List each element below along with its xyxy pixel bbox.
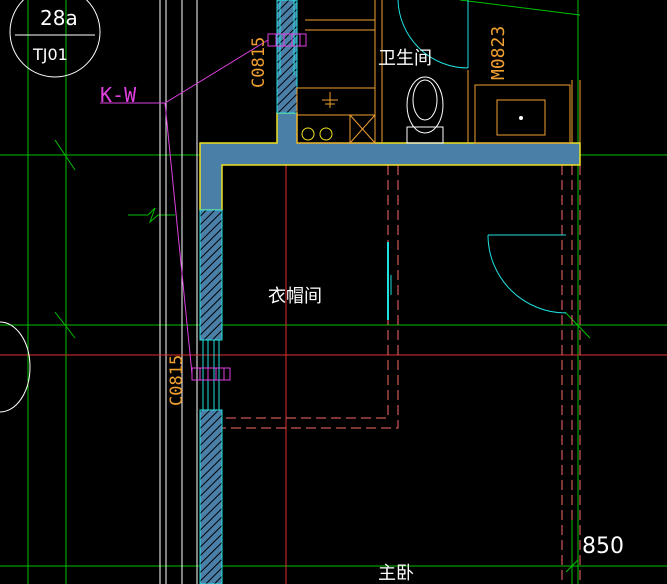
kw-tag-label: K-W: [100, 83, 137, 107]
bathroom-fixtures: [296, 0, 383, 144]
hatched-wall-top: [276, 0, 298, 114]
kw-leader-lines: [100, 39, 269, 375]
stove-burners: [301, 127, 333, 141]
dimension-850: [565, 520, 667, 584]
door-code-label: M0823: [488, 26, 509, 80]
dimension-value: 850: [582, 534, 624, 559]
cloakroom-partition-outer: [222, 165, 399, 429]
faucet-symbol: [322, 92, 338, 108]
tick-mark-right-mid: [564, 311, 591, 339]
window-code-left-label: C0815: [167, 355, 187, 406]
toilet-bowl: [406, 76, 444, 134]
washbasin-bowl: [496, 99, 546, 136]
bathroom-label: 卫生间: [378, 48, 432, 69]
door-swings: [387, 0, 567, 320]
hatched-wall-lower-left: [199, 409, 223, 584]
outer-wall-lines: [159, 0, 198, 584]
burner-right: [319, 127, 333, 141]
grid-line-top-right: [459, 0, 581, 16]
toilet-tank: [406, 126, 444, 144]
washbasin-counter: [474, 84, 571, 144]
tj01-label: TJ01: [32, 45, 68, 64]
washbasin-fixture: [467, 70, 581, 144]
grid-bubble-number: 28a: [40, 6, 78, 30]
grid-bubbles: [0, 0, 101, 413]
washbasin-drain: [519, 116, 523, 120]
dim-tick: [565, 559, 579, 573]
tick-mark-left-mid: [54, 311, 76, 339]
grid-bubble-left-arc: [0, 321, 31, 413]
master-bedroom-label: 主卧: [378, 563, 414, 584]
grid-bubble-top: [9, 0, 101, 78]
tick-mark-left-top: [54, 139, 76, 171]
bathroom-door-arc: [397, 0, 469, 69]
window-code-top-label: C0815: [249, 37, 269, 88]
hatched-wall-upper-left: [199, 209, 223, 341]
window-top: [279, 0, 295, 75]
toilet-fixture: [406, 76, 444, 144]
bedroom-door-arc: [487, 234, 567, 314]
burner-left: [301, 127, 315, 141]
kw-leader-lower: [164, 102, 193, 375]
window-left: [202, 340, 220, 410]
cloakroom-label: 衣帽间: [268, 286, 322, 307]
cabinet-box: [349, 114, 376, 144]
red-axis-lines: [0, 150, 667, 584]
break-line-symbol: [128, 207, 175, 224]
toilet-seat: [412, 79, 438, 121]
cabinet-cross-2: [349, 114, 376, 144]
